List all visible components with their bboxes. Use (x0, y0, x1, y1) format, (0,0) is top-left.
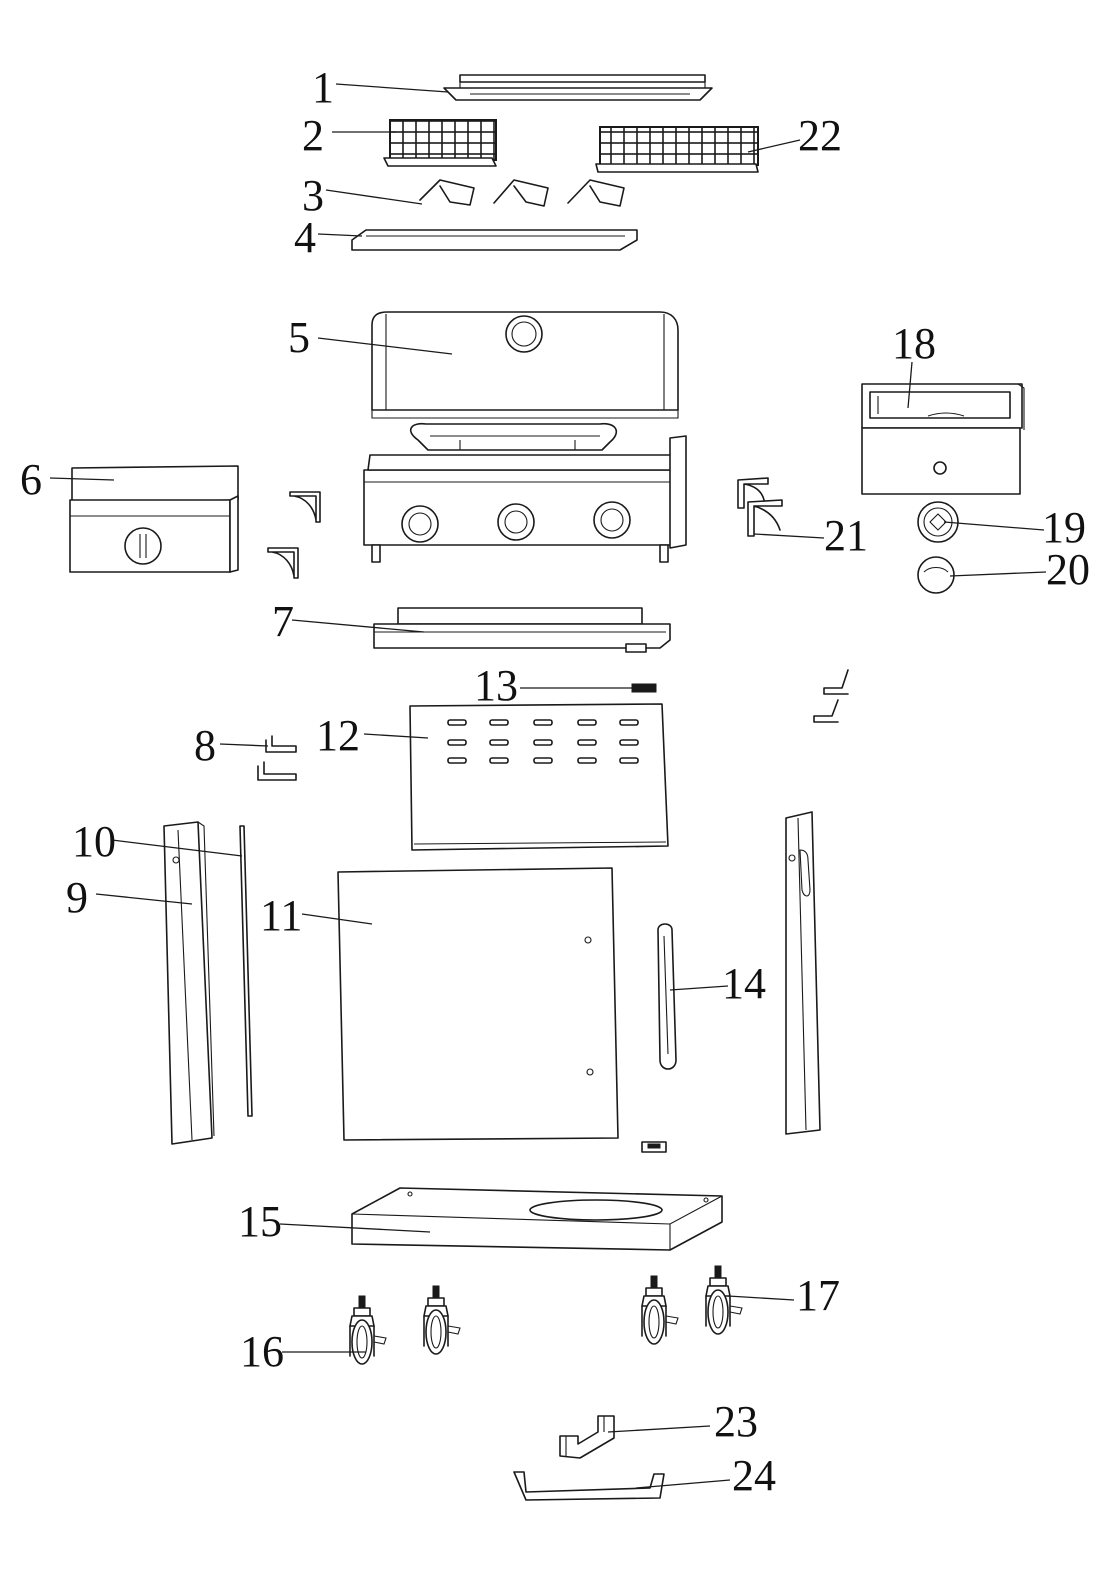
callout-11: 11 (260, 891, 302, 940)
rear-panel-brackets-right (814, 670, 848, 722)
part-24-bracket (514, 1472, 664, 1500)
callout-4: 4 (294, 213, 316, 262)
part-8-brackets (258, 736, 296, 780)
callout-9: 9 (66, 873, 88, 922)
part-3-flame-tamers (420, 180, 624, 206)
callout-14: 14 (722, 959, 766, 1008)
door-hinge (642, 1142, 666, 1152)
part-18-side-burner (862, 384, 1024, 494)
callout-6: 6 (20, 455, 42, 504)
callout-15: 15 (238, 1197, 282, 1246)
callout-20: 20 (1046, 545, 1090, 594)
callout-8: 8 (194, 721, 216, 770)
callout-12: 12 (316, 711, 360, 760)
callout-23: 23 (714, 1397, 758, 1446)
callout-21: 21 (824, 511, 868, 560)
part-7-firebox-base (374, 608, 670, 652)
part-4-grease-tray (352, 230, 637, 250)
callout-10: 10 (72, 817, 116, 866)
callout-2: 2 (302, 111, 324, 160)
callout-5: 5 (288, 313, 310, 362)
part-10-rod (240, 826, 252, 1116)
part-9-left-leg (164, 822, 214, 1144)
callout-17: 17 (796, 1271, 840, 1320)
callout-18: 18 (892, 319, 936, 368)
part-1-warming-rack (444, 75, 712, 100)
part-2-cooking-grate-small (384, 120, 496, 166)
part-11-door (338, 868, 618, 1140)
part-21-side-brackets (738, 478, 782, 536)
part-12-rear-panel (410, 704, 668, 850)
part-15-bottom-shelf (352, 1188, 722, 1250)
part-16-casters (350, 1286, 460, 1364)
callout-16: 16 (240, 1327, 284, 1376)
callout-22: 22 (798, 111, 842, 160)
part-20-control-knob (918, 557, 954, 593)
part-22-cooking-grate-large (596, 127, 758, 172)
part-23-bracket (560, 1416, 614, 1458)
right-leg (786, 812, 820, 1134)
side-bracket-upper-left (290, 492, 320, 522)
part-14-door-handle (658, 924, 676, 1069)
callout-1: 1 (312, 63, 334, 112)
part-17-casters (642, 1266, 742, 1344)
callout-13: 13 (474, 661, 518, 710)
part-6-side-shelf (70, 466, 238, 572)
part-13-igniter (520, 684, 656, 692)
callout-7: 7 (272, 597, 294, 646)
side-bracket-lower-left (268, 548, 298, 578)
callout-24: 24 (732, 1451, 776, 1500)
